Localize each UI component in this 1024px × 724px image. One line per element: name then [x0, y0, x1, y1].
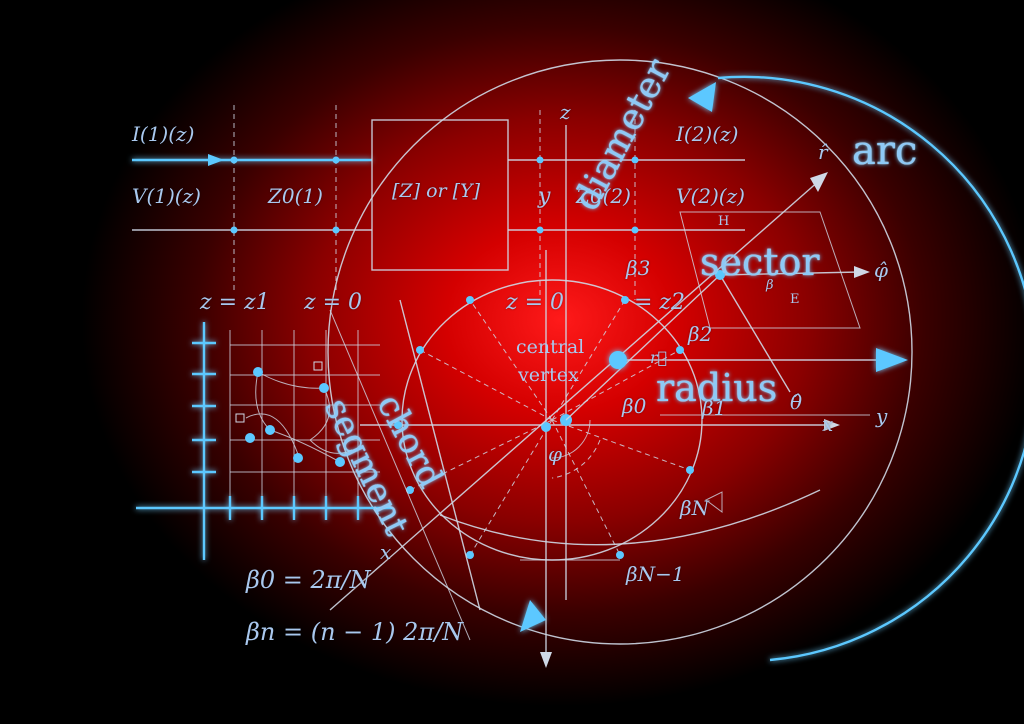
sym-H: H	[718, 214, 730, 229]
sector-plane	[679, 211, 861, 329]
sym-E: E	[790, 292, 800, 307]
current-arrow	[208, 154, 224, 166]
formula-Z02: Z0(2)	[576, 184, 631, 208]
sym-x-axis: x	[822, 412, 834, 436]
formula-z-eq-z1: z = z1	[200, 290, 270, 315]
sym-beta3: β3	[626, 256, 651, 280]
sym-x-bottom: x	[380, 540, 392, 564]
formula-I2: I(2)(z)	[676, 122, 739, 146]
formula-beta0: β0 = 2π/N	[246, 566, 371, 594]
central-vertex-dot	[609, 351, 627, 369]
sym-phi: φ	[548, 442, 563, 466]
sym-y-top: y	[538, 184, 551, 209]
arc-arrowhead-bottom	[520, 600, 546, 632]
swoosh	[439, 489, 821, 546]
formula-z-eq-0-center: z = 0	[506, 290, 565, 315]
diameter-line	[329, 179, 821, 611]
formula-Z01: Z0(1)	[268, 184, 323, 208]
chord-line	[399, 299, 481, 611]
spokes	[409, 299, 691, 556]
label-sector: sector	[700, 240, 820, 284]
formula-I1: I(1)(z)	[132, 122, 195, 146]
arc-highlight	[717, 75, 1024, 662]
formula-V2: V(2)(z)	[676, 184, 745, 208]
arc-arrowhead-top	[688, 82, 716, 112]
sym-phi-hat: φ̂	[874, 258, 889, 282]
theta-hat-line	[719, 274, 791, 393]
sym-y-axis: y	[876, 404, 888, 428]
label-vertex: vertex	[518, 364, 579, 386]
vector-r	[565, 274, 721, 421]
big-circle	[327, 59, 913, 645]
label-radius: radius	[656, 366, 778, 410]
phi-hat-line	[719, 271, 861, 276]
sym-beta0: β0	[622, 394, 647, 418]
sym-beta2: β2	[688, 322, 713, 346]
radius-arrowhead	[876, 348, 908, 372]
formula-z-eq-z2: = z2	[634, 290, 686, 315]
sym-r-hat: r̂	[818, 140, 828, 164]
grid-chart	[136, 322, 392, 560]
sym-z-axis: z	[560, 100, 571, 124]
sym-betaN: βN	[680, 496, 710, 520]
sym-beta1: β1	[702, 396, 727, 420]
formula-V1: V(1)(z)	[132, 184, 201, 208]
label-central: central	[516, 336, 585, 358]
sym-beta-small: β	[766, 278, 774, 293]
label-arc: arc	[852, 128, 918, 174]
network-box	[371, 119, 509, 271]
sym-betaN-1: βN−1	[626, 562, 685, 586]
formula-box-label: [Z] or [Y]	[392, 180, 480, 202]
sym-r-vec: r⃗	[650, 348, 668, 367]
formula-betan: βn = (n − 1) 2π/N	[246, 618, 464, 646]
sym-theta-hat: θ̂	[790, 390, 803, 414]
formula-z-eq-0-left: z = 0	[304, 290, 363, 315]
